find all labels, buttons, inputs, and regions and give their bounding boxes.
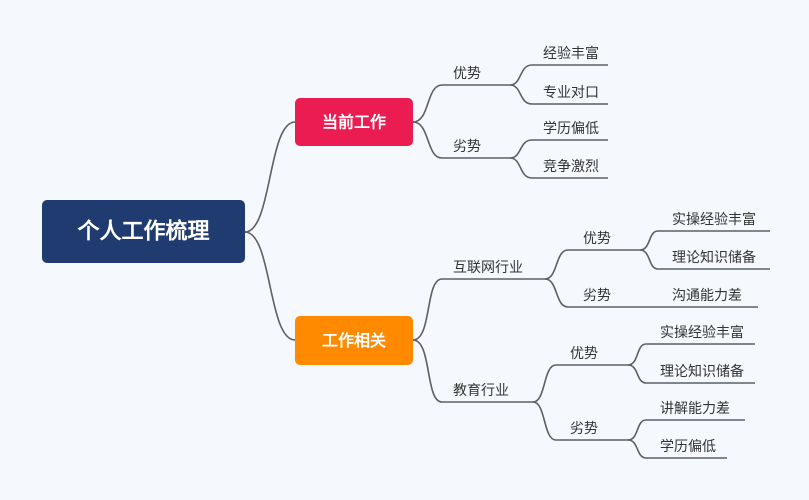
leaf-label: 学历偏低 xyxy=(660,439,716,455)
leaf-label: 经验丰富 xyxy=(543,45,599,62)
connector-leaf xyxy=(509,157,608,179)
node-labels: 优势 劣势 经验丰富 专业对口 学历偏低 竞争激烈 互联网行业 教育行业 优势 … xyxy=(453,45,756,455)
branch-node-box xyxy=(295,98,413,146)
subtopic-label-education-industry: 教育行业 xyxy=(453,383,509,399)
subtopic-label-internet-industry: 互联网行业 xyxy=(453,260,523,276)
branch-node-current-work: 当前工作 xyxy=(295,98,413,146)
leaf-label: 理论知识储备 xyxy=(672,249,756,266)
branch-node-box xyxy=(295,316,413,365)
leaf-label: 学历偏低 xyxy=(543,121,599,137)
connector-internet-to-weaknesses xyxy=(544,278,640,308)
root-node-box xyxy=(42,200,245,263)
leaf-label: 讲解能力差 xyxy=(660,401,730,417)
leaf-label: 专业对口 xyxy=(543,85,599,101)
connector-root-to-work-related xyxy=(244,231,296,341)
connector-root-to-current-work xyxy=(244,121,296,233)
subtopic-label-strengths: 优势 xyxy=(583,231,611,247)
connector-related-to-education xyxy=(412,339,533,403)
root-node-label: 个人工作梳理 xyxy=(77,219,209,245)
connector-leaf xyxy=(627,439,727,459)
root-node: 个人工作梳理 xyxy=(42,200,245,263)
connector-leaf xyxy=(639,249,770,270)
connector-leaf xyxy=(509,84,608,105)
leaf-label: 沟通能力差 xyxy=(672,288,742,304)
connector-leaf xyxy=(509,64,608,86)
connector-education-to-strengths xyxy=(532,364,628,403)
connector-internet-to-strengths xyxy=(544,249,640,280)
subtopic-label-strengths: 优势 xyxy=(453,66,481,82)
connector-leaf xyxy=(509,139,608,159)
connector-leaf xyxy=(627,364,755,384)
connectors xyxy=(244,64,770,459)
subtopic-label-weaknesses: 劣势 xyxy=(453,139,481,155)
leaf-label: 实操经验丰富 xyxy=(660,324,744,341)
connector-current-to-weaknesses xyxy=(412,121,510,159)
branch-node-work-related: 工作相关 xyxy=(295,316,413,365)
connector-current-to-strengths xyxy=(412,84,510,123)
leaf-label: 竞争激烈 xyxy=(543,158,599,175)
leaf-label: 实操经验丰富 xyxy=(672,211,756,228)
connector-education-to-weaknesses xyxy=(532,401,628,441)
branch-node-label: 工作相关 xyxy=(322,331,386,350)
leaf-label: 理论知识储备 xyxy=(660,363,744,380)
subtopic-label-weaknesses: 劣势 xyxy=(570,421,598,437)
branch-node-label: 当前工作 xyxy=(322,113,386,132)
subtopic-label-strengths: 优势 xyxy=(570,346,598,362)
subtopic-label-weaknesses: 劣势 xyxy=(583,288,611,304)
connector-related-to-internet xyxy=(412,278,545,341)
connector-leaf xyxy=(639,230,770,251)
connector-leaf xyxy=(627,419,745,441)
connector-leaf xyxy=(627,343,755,366)
